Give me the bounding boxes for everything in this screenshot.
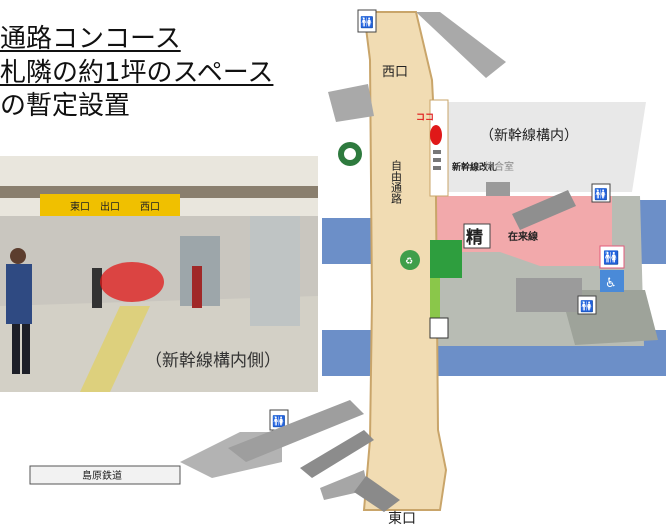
heading-line-3: の暫定設置 [0, 91, 131, 121]
heading-line-2: 札隣の約1坪のスペース [0, 58, 274, 88]
svg-text:🚻: 🚻 [360, 16, 374, 29]
shinkansen-area [432, 102, 646, 192]
fare-adjust-label: 精 [466, 227, 483, 248]
green-booth [430, 240, 462, 278]
stairs-west-exit [328, 12, 506, 122]
photo-sign-east: 東口 [70, 200, 90, 213]
person-figure-3 [192, 266, 202, 308]
svg-text:♿: ♿ [605, 276, 617, 291]
heading-line-1: 通路コンコース [0, 24, 181, 54]
person-figure-2 [92, 268, 102, 308]
photo-caption: （新幹線構内側） [145, 351, 281, 371]
zairaisen-label: 在来線 [508, 230, 538, 243]
restroom-icon-east-platform: 🚻 [591, 183, 611, 203]
shimabara-label: 島原鉄道 [82, 469, 122, 482]
restroom-icon-north: 🚻 [357, 9, 377, 33]
restroom-icon-lower-platform: 🚻 [577, 295, 597, 315]
here-marker-label: ココ [416, 113, 434, 123]
waiting-room-label: 待合室 [484, 160, 514, 173]
free-passage-label: 自由通路 [390, 160, 403, 205]
restroom-icon [599, 245, 625, 269]
stairs-zairaisen [512, 190, 582, 312]
recycle-icon [400, 250, 420, 270]
svg-text:🚻: 🚻 [594, 188, 608, 201]
svg-text:🚻: 🚻 [272, 415, 286, 428]
locker-icon [429, 317, 449, 339]
svg-text:🚻: 🚻 [580, 300, 594, 313]
shinkansen-gate-area [429, 99, 449, 197]
green-strip [430, 278, 440, 318]
restroom-icon-south: 🚻 [269, 409, 289, 431]
here-marker [430, 125, 442, 145]
photo-sign-exit: 出口 [100, 200, 120, 213]
east-exit-label: 東口 [388, 511, 416, 527]
shinkansen-gate-label: 新幹線改札 [452, 161, 497, 173]
stairs-south [180, 400, 400, 512]
person-figure [6, 248, 32, 374]
shinkansen-area-label: （新幹線構内） [480, 127, 578, 144]
fare-adjust-box [463, 223, 491, 249]
placement-highlight [100, 262, 164, 302]
shimabara-railway [29, 465, 181, 485]
photo-sign-west: 西口 [140, 202, 160, 213]
west-exit-label: 西口 [382, 65, 408, 80]
svg-text:♻: ♻ [405, 257, 413, 267]
direction-sign-board: 東口 出口 西口 [40, 194, 180, 216]
concourse-photo: 東口 出口 西口 [0, 156, 318, 392]
accessible-icon [600, 270, 624, 292]
svg-text:🚻: 🚻 [603, 250, 619, 266]
